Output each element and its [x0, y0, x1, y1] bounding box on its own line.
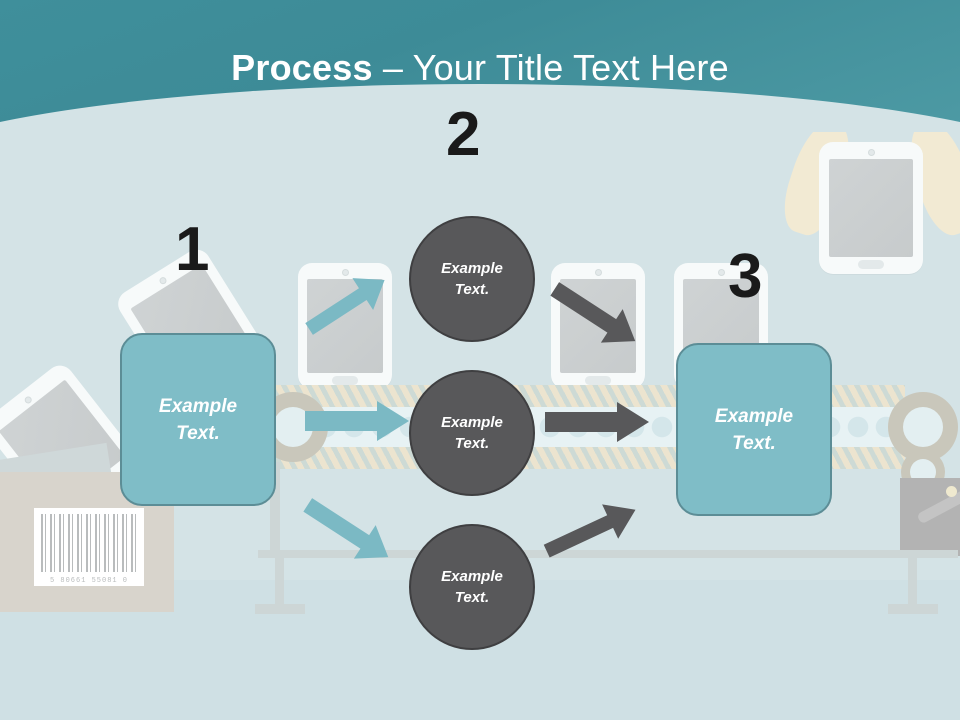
tablet-screen: [829, 159, 913, 257]
process-circle-bottom[interactable]: Example Text.: [409, 524, 535, 650]
page-title-light: Your Title Text Here: [412, 47, 729, 88]
step-number-1: 1: [175, 215, 209, 284]
machine-indicator-light: [946, 486, 957, 497]
process-box-left-label: Example Text.: [158, 395, 238, 444]
rail-leg-left: [275, 550, 284, 612]
teal-arrow-down-right-icon: [296, 498, 400, 564]
tablet-camera-icon: [594, 269, 602, 277]
slide-header: [0, 0, 960, 132]
process-box-left[interactable]: Example Text.: [120, 333, 276, 506]
page-title: Process – Your Title Text Here: [0, 46, 960, 90]
gray-arrow-down-right-icon: [543, 282, 647, 348]
rail-foot-right: [888, 604, 938, 614]
tablet-device-top-right: [819, 142, 923, 274]
tablet-camera-icon: [717, 269, 725, 277]
rail-leg-right: [908, 550, 917, 612]
process-circle-middle[interactable]: Example Text.: [409, 370, 535, 496]
process-circle-top-label: Example Text.: [441, 260, 503, 298]
rail-foot-left: [255, 604, 305, 614]
teal-arrow-up-right-icon: [296, 273, 396, 337]
process-circle-middle-label: Example Text.: [441, 414, 503, 452]
conveyor-leg-left: [270, 462, 280, 552]
pulley-hub: [903, 407, 943, 447]
page-title-bold: Process: [231, 47, 373, 88]
tablet-camera-icon: [22, 395, 33, 405]
barcode-bars: [41, 514, 137, 572]
page-title-separator: –: [372, 47, 413, 88]
tablet-camera-icon: [867, 148, 875, 156]
tablet-home-button: [585, 375, 611, 385]
tablet-camera-icon: [157, 275, 168, 286]
barcode-label: 5 80661 55081 0: [34, 508, 144, 586]
process-box-right[interactable]: Example Text.: [676, 343, 832, 516]
tablet-home-button: [858, 260, 884, 270]
teal-arrow-right-icon: [305, 399, 409, 443]
step-number-2: 2: [446, 100, 480, 169]
process-circle-top[interactable]: Example Text.: [409, 216, 535, 342]
gray-arrow-right-icon: [545, 400, 649, 444]
tablet-home-button: [332, 375, 358, 385]
gray-arrow-up-right-icon: [538, 498, 646, 562]
step-number-3: 3: [728, 242, 762, 311]
process-circle-bottom-label: Example Text.: [441, 568, 503, 606]
rail-horizontal: [258, 550, 958, 558]
header-curve-shape: [0, 84, 960, 132]
tablet-camera-icon: [341, 269, 349, 277]
process-box-right-label: Example Text.: [714, 405, 794, 454]
barcode-digits: 5 80661 55081 0: [49, 577, 128, 585]
